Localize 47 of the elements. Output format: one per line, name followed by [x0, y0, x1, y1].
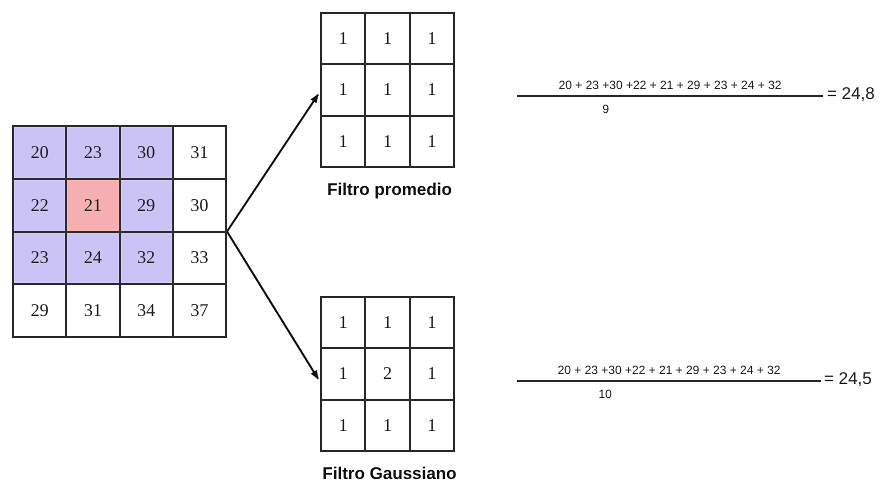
kernel-weight: 1: [321, 297, 366, 348]
kernel-weight: 1: [410, 348, 454, 400]
pixel-value: 33: [172, 232, 226, 284]
filter-caption: Filtro promedio: [327, 180, 452, 200]
pixel-value: 29: [120, 178, 173, 232]
pixel-grid: [12, 125, 227, 338]
kernel-weight: 2: [365, 348, 410, 400]
pixel-value: 37: [172, 284, 226, 337]
pixel-value: 29: [13, 284, 66, 337]
arrow: [226, 230, 319, 380]
pixel-value: 30: [120, 126, 173, 179]
kernel-weight: 1: [410, 13, 454, 64]
pixel-value: 32: [120, 232, 173, 284]
numerator: 20 + 23 +30 +22 + 21 + 29 + 23 + 24 + 32: [556, 363, 782, 377]
kernel-weight: 1: [410, 116, 454, 167]
kernel-weight: 1: [321, 400, 366, 451]
kernel-weight: 1: [365, 116, 410, 167]
arrow: [226, 94, 319, 232]
pixel-value: 31: [172, 126, 226, 179]
pixel-value: 30: [172, 178, 226, 232]
pixel-value: 34: [120, 284, 173, 337]
denominator: 10: [597, 387, 613, 401]
numerator: 20 + 23 +30 +22 + 21 + 29 + 23 + 24 + 32: [558, 78, 782, 92]
kernel-weight: 1: [410, 297, 454, 348]
kernel-weight: 1: [321, 13, 366, 64]
result: = 24,5: [824, 369, 872, 389]
pixel-value: 21: [66, 178, 120, 232]
filter-caption: Filtro Gaussiano: [322, 464, 457, 484]
kernel-weight: 1: [365, 64, 410, 116]
kernel-weight: 1: [365, 297, 410, 348]
kernel-weight: 1: [365, 400, 410, 451]
pixel-value: 31: [66, 284, 120, 337]
kernel-weight: 1: [321, 64, 366, 116]
pixel-value: 22: [13, 178, 66, 232]
kernel-weight: 1: [321, 348, 366, 400]
kernel-weight: 1: [410, 64, 454, 116]
result: = 24,8: [827, 84, 875, 104]
kernel-weight: 1: [321, 116, 366, 167]
pixel-value: 20: [13, 126, 66, 179]
kernel-weight: 1: [365, 13, 410, 64]
pixel-value: 24: [66, 232, 120, 284]
kernel-weight: 1: [410, 400, 454, 451]
pixel-value: 23: [66, 126, 120, 179]
filter-kernel-grid: [320, 12, 455, 168]
filter-kernel-grid: [320, 296, 455, 452]
pixel-value: 23: [13, 232, 66, 284]
denominator: 9: [601, 102, 610, 116]
